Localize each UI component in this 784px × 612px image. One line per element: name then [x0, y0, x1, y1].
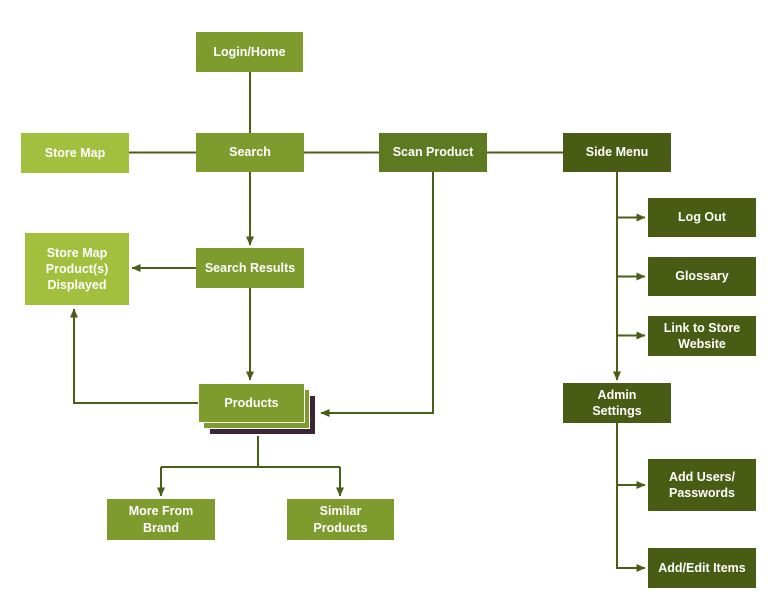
node-glossary: Glossary — [648, 257, 756, 296]
edge-products-storemapdisplay — [70, 308, 198, 404]
edge-products-branch — [161, 436, 340, 468]
node-log-out: Log Out — [648, 198, 756, 237]
node-search-results: Search Results — [196, 248, 304, 288]
node-add-users-passwords: Add Users/ Passwords — [648, 459, 756, 511]
node-side-menu: Side Menu — [563, 133, 671, 172]
node-products: Products — [198, 383, 305, 423]
node-search: Search — [196, 133, 304, 172]
node-scan-product: Scan Product — [379, 133, 487, 172]
node-link-to-store-website: Link to Store Website — [648, 316, 756, 356]
edge-adminsettings-addedititems — [616, 423, 646, 572]
edge-scanproduct-products — [320, 171, 434, 417]
node-similar-products: Similar Products — [287, 499, 394, 540]
node-admin-settings: Admin Settings — [563, 383, 671, 423]
node-store-map-products-displayed: Store Map Product(s) Displayed — [25, 233, 129, 305]
node-add-edit-items: Add/Edit Items — [648, 548, 756, 588]
node-products-stack: Products — [198, 383, 316, 435]
node-login-home: Login/Home — [196, 32, 303, 72]
node-store-map: Store Map — [21, 133, 129, 173]
node-more-from-brand: More From Brand — [107, 499, 215, 540]
